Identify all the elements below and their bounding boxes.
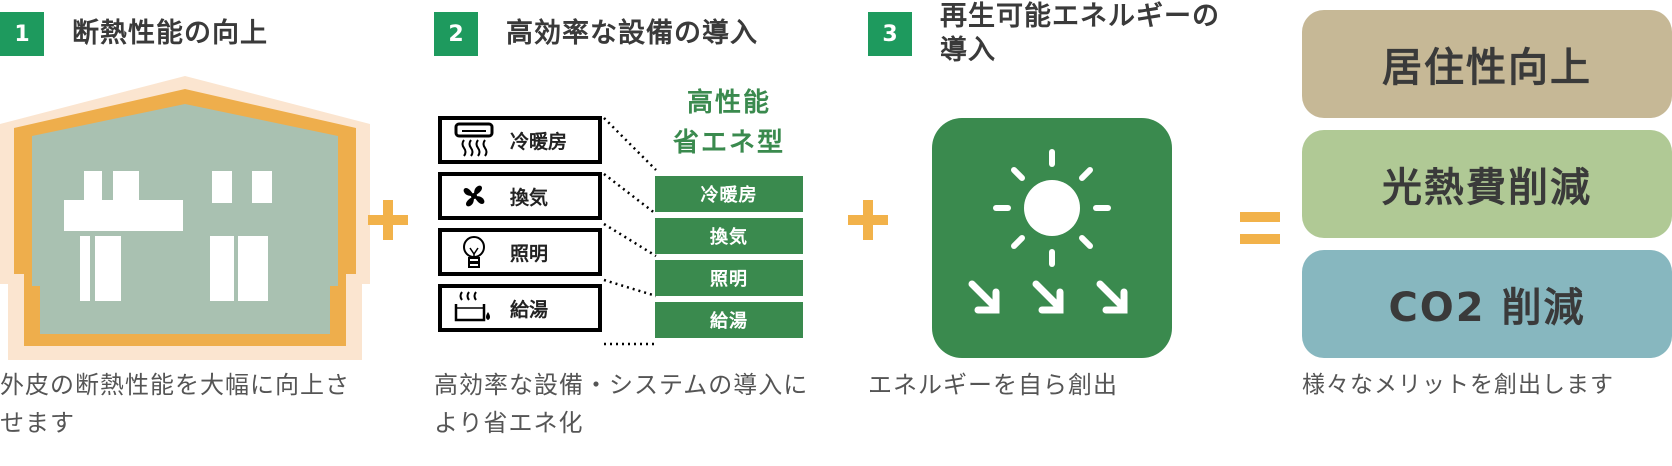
step-1-badge: 1 <box>0 12 44 56</box>
step-1-title: 断熱性能の向上 <box>72 18 268 49</box>
dotted-connector-lines <box>603 117 657 346</box>
benefit-co2-reduction: CO2 削減 <box>1302 250 1672 358</box>
equipment-item-lighting: 照明 <box>438 228 602 276</box>
step-2-description: 高効率な設備・システムの導入により省エネ化 <box>434 371 809 437</box>
water-heater-icon <box>448 288 500 328</box>
equipment-label: 換気 <box>510 186 549 209</box>
result-description: 様々なメリットを創出します <box>1302 372 1614 398</box>
equipment-item-ventilation: 換気 <box>438 172 602 220</box>
insulated-house-icon <box>0 76 370 360</box>
step-2-badge: 2 <box>434 12 478 56</box>
air-conditioner-icon <box>448 120 500 160</box>
energy-saving-label: 省エネ型 <box>672 128 785 158</box>
step-3-description: エネルギーを自ら創出 <box>868 371 1118 399</box>
solar-energy-icon <box>932 118 1172 358</box>
step-1-description: 外皮の断熱性能を大幅に向上させます <box>0 371 350 437</box>
benefit-utility-cost-reduction: 光熱費削減 <box>1302 130 1672 238</box>
high-performance-label: 高性能 <box>686 88 771 118</box>
equipment-label: 照明 <box>510 242 549 265</box>
upgraded-air-conditioning: 冷暖房 <box>655 176 803 212</box>
equipment-label: 冷暖房 <box>510 130 568 153</box>
equals-operator-icon <box>1240 212 1280 244</box>
upgraded-lighting: 照明 <box>655 260 803 296</box>
equipment-item-hot-water: 給湯 <box>438 284 602 332</box>
light-bulb-icon <box>448 232 500 272</box>
benefit-comfort: 居住性向上 <box>1302 10 1672 118</box>
fan-icon <box>448 176 500 216</box>
equipment-item-air-conditioning: 冷暖房 <box>438 116 602 164</box>
equipment-label: 給湯 <box>510 298 549 321</box>
upgraded-hot-water: 給湯 <box>655 302 803 338</box>
step-3-badge: 3 <box>868 12 912 56</box>
plus-operator-icon <box>848 200 888 240</box>
plus-operator-icon <box>368 200 408 240</box>
upgraded-ventilation: 換気 <box>655 218 803 254</box>
step-2-title: 高効率な設備の導入 <box>506 18 758 49</box>
step-3-title: 再生可能エネルギーの導入 <box>940 1 1220 66</box>
